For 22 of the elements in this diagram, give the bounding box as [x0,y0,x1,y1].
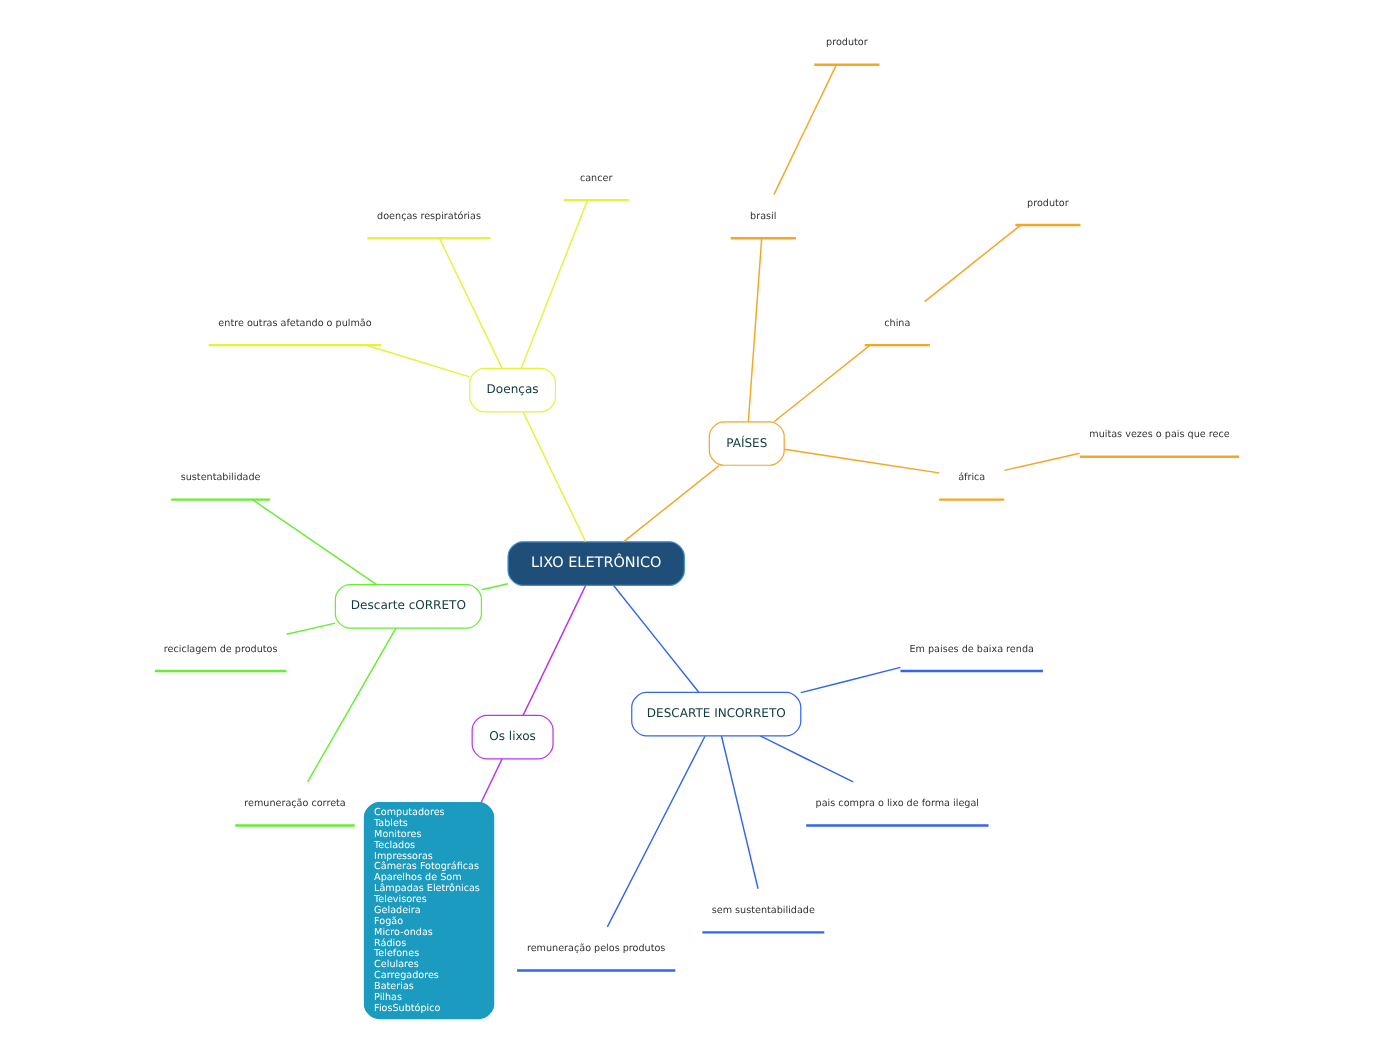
connector [521,584,586,717]
connector [521,411,586,543]
connector [437,237,502,369]
connector [250,499,377,586]
connector [719,735,758,890]
connector [772,344,870,423]
connector [479,583,508,591]
connector [284,622,335,635]
connector [621,464,719,543]
connector [758,735,853,783]
connector [364,344,470,378]
connector [479,758,502,804]
connector [1002,452,1080,472]
connector [799,666,901,694]
connector [772,64,837,196]
connector [605,735,705,928]
connector [519,199,588,369]
connector [782,448,939,474]
connector [611,584,699,693]
connector [746,237,762,423]
connector [305,627,396,783]
connector [922,224,1021,303]
